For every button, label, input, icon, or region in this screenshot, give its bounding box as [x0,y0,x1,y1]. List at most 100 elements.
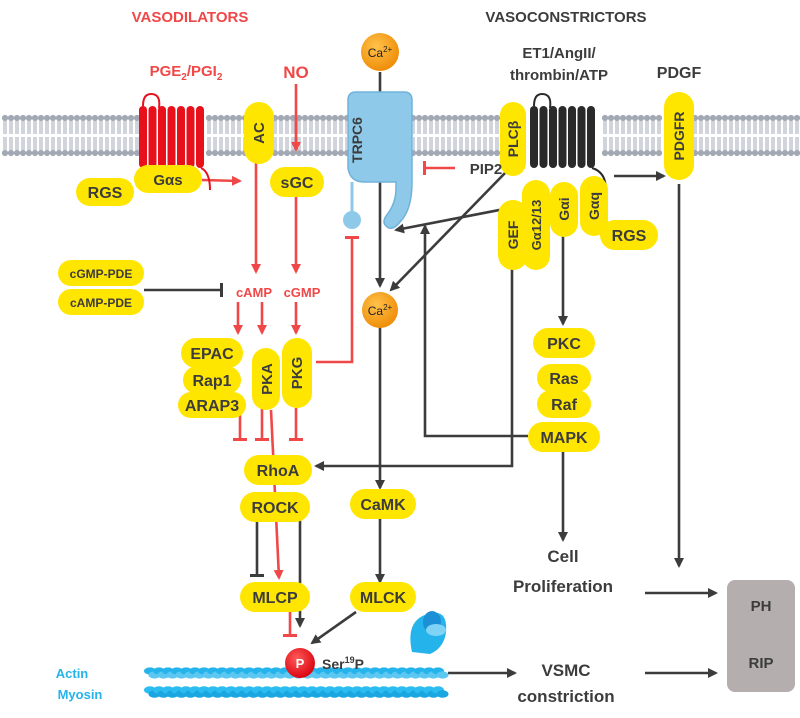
lipid-head [301,114,309,122]
lipid-head [43,149,51,157]
transmembrane-helix [558,106,567,168]
transmembrane-helix [148,106,157,168]
ras-pill [537,364,591,392]
lipid-head [655,114,663,122]
pdgf-ligand: PDGF [657,65,702,82]
lipid-head [85,149,93,157]
lipid-head [25,149,33,157]
ph-label: PH [751,598,772,615]
lipid-head [469,114,477,122]
lipid-head [307,149,315,157]
lipid-head [313,149,321,157]
lipid-head [793,149,800,157]
lipid-head [433,149,441,157]
lipid-head [643,149,651,157]
lipid-head [475,114,483,122]
calcium-label-top: Ca2+ [368,45,393,60]
lipid-head [787,114,795,122]
lipid-head [451,149,459,157]
gi-pill [550,182,578,237]
lipid-head [763,149,771,157]
lipid-head [775,149,783,157]
lipid-head [769,114,777,122]
lipid-head [307,114,315,122]
myosin-head-icon [410,611,447,654]
calcium-ion-cytosol [362,292,398,328]
lipid-head [211,149,219,157]
lipid-head [421,149,429,157]
arrow-plc-to-ca [389,171,507,292]
lipid-head [625,149,633,157]
gef-pill [498,200,528,270]
lipid-head [457,149,465,157]
cgmp-pde-label: cGMP-PDE [70,267,133,281]
calcium-ion-top [361,33,399,71]
vsmc-constriction-line2: constriction [517,687,614,706]
gi-label: Gαi [556,197,572,220]
lipid-head [205,149,213,157]
lipid-head [619,114,627,122]
lipid-head [97,149,105,157]
lipid-head [625,114,633,122]
inhibit-pkg-to-trpc6 [316,236,359,364]
lipid-head [709,114,717,122]
lipid-head [55,149,63,157]
rgs-right-label: RGS [612,228,647,245]
lipid-head [67,149,75,157]
mlcp-label: MLCP [252,590,298,607]
lipid-head [1,114,9,122]
pka-pill [252,348,280,410]
lipid-head [733,149,741,157]
arrow-mlck-to-p [310,610,357,645]
mlck-label: MLCK [360,590,407,607]
transmembrane-helix [196,106,204,168]
rock-pill [240,492,310,522]
lipid-head [697,149,705,157]
lipid-head [19,114,27,122]
lipid-head [25,114,33,122]
lipid-head [703,114,711,122]
transmembrane-helix [568,106,576,168]
receptor-n-terminus [142,92,161,109]
receptor-n-terminus [533,92,552,109]
lipid-head [643,114,651,122]
lipid-head [415,149,423,157]
lipid-head [217,149,225,157]
sgc-pill [270,167,324,197]
lipid-head [463,149,471,157]
epac-pill [181,338,243,368]
lipid-head [637,114,645,122]
lipid-head [211,114,219,122]
lipid-head [757,149,765,157]
lipid-head [757,114,765,122]
lipid-head [457,114,465,122]
rip-label: RIP [748,655,773,672]
camk-pill [350,489,416,519]
lipid-head [325,114,333,122]
lipid-head [439,149,447,157]
lipid-head [439,114,447,122]
lipid-head [727,149,735,157]
lipid-head [721,149,729,157]
lipid-head [649,149,657,157]
lipid-head [463,114,471,122]
lipid-head [481,114,489,122]
lipid-head [1,149,9,157]
pkg-pill [282,338,312,408]
rap1-label: Rap1 [192,373,231,390]
lipid-head [19,149,27,157]
et1-ligand-line2: thrombin/ATP [510,67,608,84]
lipid-head [319,149,327,157]
raf-label: Raf [551,397,577,414]
transmembrane-helix [186,106,195,168]
lipid-head [109,114,117,122]
lipid-head [613,114,621,122]
rgs-left-pill [76,178,134,206]
trpc6-channel [343,91,413,229]
lipid-head [745,114,753,122]
lipid-head [37,149,45,157]
mlck-pill [350,582,416,612]
lipid-head [613,149,621,157]
lipid-head [601,114,609,122]
